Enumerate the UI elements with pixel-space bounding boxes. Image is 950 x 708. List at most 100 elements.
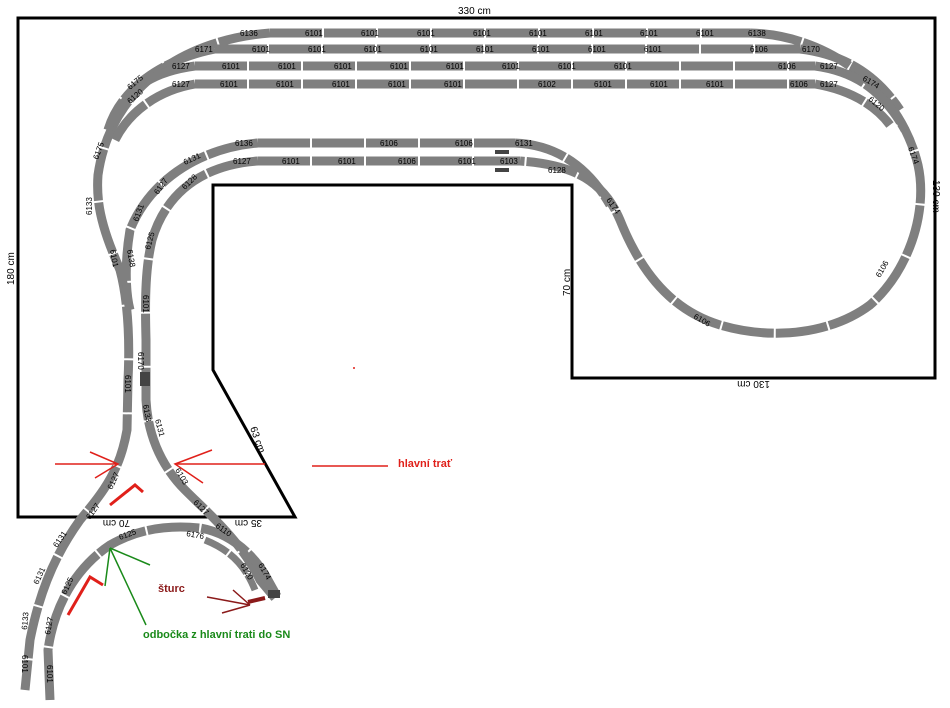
track-label: 6128 xyxy=(548,166,566,175)
track-label: 6176 xyxy=(186,529,206,541)
track-right-row2-curve xyxy=(799,44,904,113)
track-label: 6101 xyxy=(361,29,379,38)
track-label: 6131 xyxy=(131,202,146,222)
dim-inner-bottom: 130 cm xyxy=(737,378,770,389)
track-label: 6101 xyxy=(220,80,238,89)
track-label: 6101 xyxy=(696,29,714,38)
track-right-inner-curve xyxy=(514,138,614,208)
track-label: 6101 xyxy=(594,80,612,89)
track-label: 6101 xyxy=(444,80,462,89)
track-label: 6101 xyxy=(364,45,382,54)
dim-bottom-left: 70 cm xyxy=(103,517,130,528)
signal-icon xyxy=(495,168,509,172)
track-label: 6106 xyxy=(778,62,796,71)
track-label: 6101 xyxy=(420,45,438,54)
dim-top: 330 cm xyxy=(458,6,491,17)
track-label: 6101 xyxy=(388,80,406,89)
track-label: 6101 xyxy=(123,375,132,393)
track-label: 6101 xyxy=(45,665,54,683)
track-label: 6101 xyxy=(588,45,606,54)
track-label: 6102 xyxy=(538,80,556,89)
track-label: 6133 xyxy=(85,197,94,215)
track-label: 6101 xyxy=(650,80,668,89)
main-line-arrows xyxy=(55,449,388,616)
track-label: 6101 xyxy=(334,62,352,71)
track-label: 6106 xyxy=(692,312,712,329)
track-label: 6171 xyxy=(195,45,213,54)
track-label: 6101 xyxy=(502,62,520,71)
track-label: 6138 xyxy=(125,249,137,269)
track-label: 6101 xyxy=(614,62,632,71)
track-label: 6101 xyxy=(529,29,547,38)
track-label: 6136 xyxy=(235,139,253,148)
track-label: 6127 xyxy=(233,157,251,166)
track-label: 6101 xyxy=(108,249,120,269)
track-left-inner-curve xyxy=(141,156,279,601)
track-label: 6101 xyxy=(20,655,29,673)
track-label: 6101 xyxy=(476,45,494,54)
track-label: 6101 xyxy=(390,62,408,71)
dim-diagonal: 63 cm xyxy=(247,425,267,454)
branch-label: odbočka z hlavní trati do SN xyxy=(143,629,290,641)
track-label: 6133 xyxy=(20,611,31,630)
track-label: 6101 xyxy=(141,295,150,313)
track-left-inner-curve-2 xyxy=(121,138,259,312)
track-label: 6127 xyxy=(172,62,190,71)
track-label: 6101 xyxy=(706,80,724,89)
track-label: 6106 xyxy=(750,45,768,54)
track-label: 6106 xyxy=(790,80,808,89)
track-label: 6106 xyxy=(398,157,416,166)
track-label: 6101 xyxy=(332,80,350,89)
track-right-row3-curve xyxy=(814,61,909,133)
track-label: 6133 xyxy=(141,404,153,424)
track-label: 6138 xyxy=(748,29,766,38)
track-label: 6101 xyxy=(640,29,658,38)
track-labels-row-2: 6171 6101 6101 6101 6101 6101 6101 6101 … xyxy=(195,45,820,54)
track-label: 6101 xyxy=(473,29,491,38)
dim-right: 130 cm xyxy=(930,180,941,213)
track-labels-inner: 6136 6106 6106 6131 6127 6101 6101 6106 … xyxy=(233,139,566,175)
track-right-row4-curve xyxy=(814,79,894,128)
track-label: 6101 xyxy=(222,62,240,71)
track-label: 6127 xyxy=(172,80,190,89)
track-labels-row-3: 6127 6101 6101 6101 6101 6101 6101 6101 … xyxy=(172,62,838,71)
track-label: 6136 xyxy=(240,29,258,38)
track-label: 6103 xyxy=(500,157,518,166)
signal-icon xyxy=(495,150,509,154)
track-label: 6101 xyxy=(532,45,550,54)
track-label: 6174 xyxy=(906,146,921,166)
track-label: 6101 xyxy=(458,157,476,166)
stray-mark xyxy=(353,367,355,369)
track-label: 6170 xyxy=(802,45,820,54)
track-label: 6101 xyxy=(585,29,603,38)
track-label: 6127 xyxy=(820,62,838,71)
track-label: 6101 xyxy=(417,29,435,38)
track-label: 6101 xyxy=(558,62,576,71)
dim-left: 180 cm xyxy=(6,252,17,285)
track-label: 6101 xyxy=(305,29,323,38)
track-left-fourth-curve xyxy=(110,79,196,143)
track-spur-curve xyxy=(203,536,259,592)
track-label: 6131 xyxy=(515,139,533,148)
track-left-third-curve xyxy=(115,61,196,113)
track-label: 6170 xyxy=(136,352,145,370)
track-label: 6101 xyxy=(644,45,662,54)
track-branch-curve xyxy=(43,522,282,701)
track-label: 6101 xyxy=(252,45,270,54)
track-label: 6101 xyxy=(446,62,464,71)
track-label: 6106 xyxy=(380,139,398,148)
track-label: 6101 xyxy=(338,157,356,166)
buffer-stop-icon xyxy=(268,590,280,598)
track-label: 6101 xyxy=(282,157,300,166)
turnout-motor-icon xyxy=(140,372,150,386)
dim-bottom-right: 35 cm xyxy=(235,517,262,528)
room-outline xyxy=(16,16,937,519)
track-label: 6101 xyxy=(276,80,294,89)
track-label: 6127 xyxy=(43,616,55,636)
branch-arrows xyxy=(104,547,151,626)
track-label: 6101 xyxy=(278,62,296,71)
track-label: 6106 xyxy=(874,259,891,279)
dim-inner-vertical: 70 cm xyxy=(562,269,573,296)
track-label: 6101 xyxy=(308,45,326,54)
